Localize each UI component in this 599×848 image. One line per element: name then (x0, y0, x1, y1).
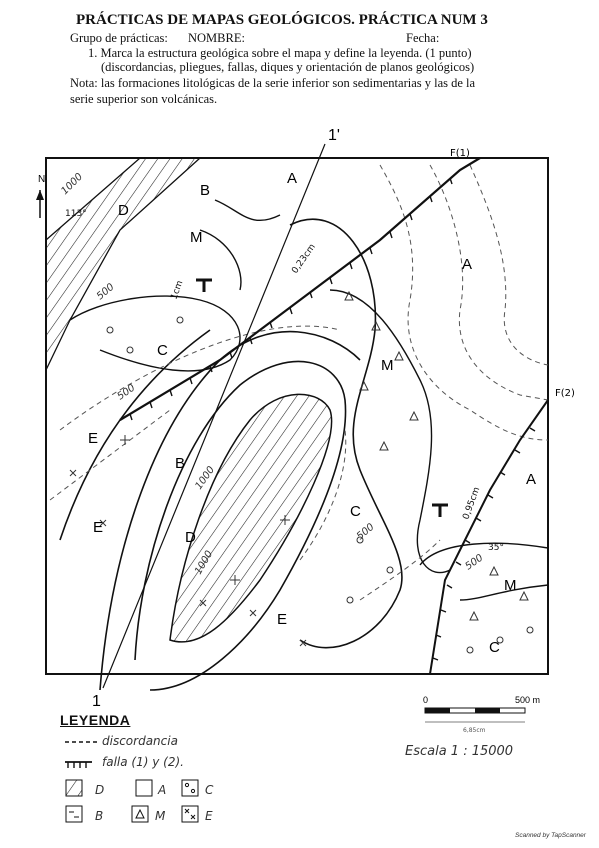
legend-title: LEYENDA (60, 712, 131, 728)
contour-label-500-right: 500 (463, 552, 485, 572)
section-end-label: 1' (328, 127, 340, 144)
unit-label-c-bottom: C (489, 639, 500, 656)
contour-label-1000-top: 1000 (59, 171, 85, 197)
unit-c-lower (459, 584, 549, 601)
unit-m-lower (419, 542, 549, 566)
scale-bar-500m: 500 m (515, 695, 540, 705)
date-label: Fecha: (406, 31, 440, 45)
unit-label-e-bottom: E (277, 611, 287, 628)
scale-bar-zero: 0 (423, 695, 428, 705)
legend-c-box (181, 779, 199, 797)
legend (65, 741, 199, 823)
unit-d-band-top (45, 157, 202, 371)
lithology-symbols (69, 290, 534, 654)
scale-bar (424, 707, 526, 723)
map-frame (45, 157, 549, 675)
unit-label-a-lower: A (526, 471, 536, 488)
topographic-contours (49, 164, 549, 601)
unit-m-upper-left (199, 229, 242, 291)
contour-label-500-left: 500 (95, 282, 117, 303)
unit-label-c-mid: C (350, 503, 361, 520)
legend-c-label: C (205, 783, 214, 797)
instruction-1-detail: (discordancias, pliegues, fallas, diques… (101, 60, 475, 74)
note-line-1: Nota: las formaciones litológicas de la … (70, 76, 476, 90)
unit-b-upper (214, 199, 281, 221)
legend-d-label: D (95, 783, 104, 797)
unit-label-d-core: D (185, 529, 196, 546)
fault-f2 (429, 399, 549, 675)
legend-m-label: M (155, 809, 166, 823)
worksheet-header: PRÁCTICAS DE MAPAS GEOLÓGICOS. PRÁCTICA … (70, 12, 590, 106)
fault-f1 (119, 157, 481, 421)
section-start-label: 1 (92, 693, 101, 710)
unit-label-d-top: D (118, 202, 129, 219)
unit-label-m-mid: M (381, 357, 394, 374)
legend-discordance-label: discordancia (102, 734, 178, 748)
north-label: N (38, 174, 45, 185)
unit-b-contact (134, 360, 347, 691)
unit-label-b-top: B (200, 182, 210, 199)
legend-labels: discordancia falla (1) y (2). D A C B M … (95, 734, 214, 823)
worksheet-title: PRÁCTICAS DE MAPAS GEOLÓGICOS. PRÁCTICA … (76, 12, 488, 28)
legend-a-label: A (157, 783, 166, 797)
legend-fault-label: falla (1) y (2). (102, 755, 184, 769)
fault-f1-label: F(1) (450, 148, 470, 159)
group-label: Grupo de prácticas: (70, 31, 168, 45)
legend-d-box (65, 779, 83, 797)
legend-m-box (131, 805, 149, 823)
unit-d-fold-core (169, 393, 333, 643)
unit-label-e-left: E (88, 430, 98, 447)
legend-a-box (135, 779, 153, 797)
unit-label-m-top: M (190, 229, 203, 246)
dip-label-113: 113° (65, 209, 87, 219)
scale-bar-measure: 6,85cm (463, 727, 486, 734)
measure-1cm: 1cm (169, 279, 185, 301)
dip-symbol-right (432, 503, 448, 517)
note-line-2: serie superior son volcánicas. (70, 92, 218, 106)
name-label: NOMBRE: (188, 31, 245, 45)
scanner-watermark: Scanned by TapScanner (515, 832, 586, 839)
unit-c-upper-left (69, 295, 241, 372)
north-arrow-icon (36, 190, 44, 218)
dip-symbol-left (196, 278, 212, 292)
legend-e-label: E (205, 809, 213, 823)
unit-c-contact-right (329, 289, 451, 574)
student-info-row: Grupo de prácticas: NOMBRE: Fecha: (70, 31, 590, 46)
legend-e-box (181, 805, 199, 823)
unit-label-a-top: A (287, 170, 297, 187)
unit-label-a-right: A (462, 256, 472, 273)
measure-0-23cm: 0,23cm (290, 242, 318, 275)
fault-f2-label: F(2) (555, 388, 575, 399)
legend-b-box (65, 805, 83, 823)
unit-labels: A B D M A C M E B A C E D M E C (88, 170, 536, 656)
dip-label-35: 35° (488, 543, 504, 553)
cross-section-line (102, 143, 326, 689)
instruction-1: 1. Marca la estructura geológica sobre e… (88, 46, 472, 60)
unit-label-c-left: C (157, 342, 168, 359)
measure-0-95cm: 0,95cm (461, 486, 482, 521)
contour-label-500-left-low: 500 (115, 382, 137, 402)
contour-label-500-mid: 500 (355, 522, 377, 543)
unit-c-contact (99, 330, 361, 691)
scale-text: Escala 1 : 15000 (405, 744, 513, 759)
unit-m-contact (289, 218, 403, 649)
unit-label-b-mid: B (175, 455, 185, 472)
unit-label-e-lower: E (93, 519, 103, 536)
legend-fault-symbol (65, 761, 92, 768)
unit-label-m-lower: M (504, 577, 517, 594)
legend-b-label: B (95, 809, 103, 823)
